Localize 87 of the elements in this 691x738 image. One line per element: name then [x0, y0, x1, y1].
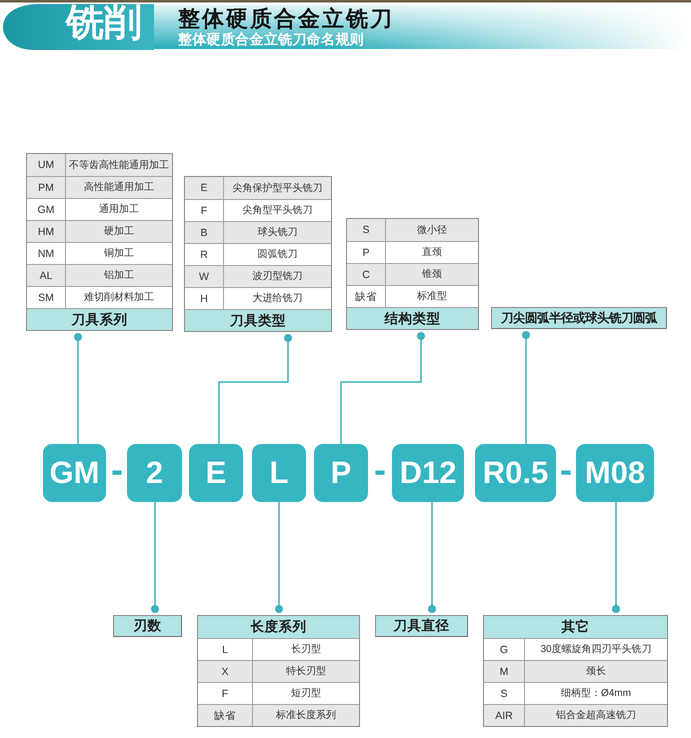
table-row — [198, 704, 359, 726]
table-row — [185, 287, 331, 309]
page-title: 整体硬质合金立铣刀 — [178, 6, 394, 32]
table-row — [27, 264, 172, 286]
code-table — [197, 615, 360, 727]
table-row — [484, 660, 667, 682]
table-row — [27, 242, 172, 264]
code-cell: 缺省 — [198, 705, 253, 726]
table-row — [198, 638, 359, 660]
code-segment-box: P — [314, 444, 368, 502]
table-row — [347, 285, 478, 307]
table-row — [198, 660, 359, 682]
code-segment-box: D12 — [392, 444, 464, 502]
table-row — [484, 704, 667, 726]
table-row — [484, 638, 667, 660]
table-row — [27, 198, 172, 220]
description-text: 颈长 — [586, 665, 606, 678]
table-row — [198, 682, 359, 704]
code-table — [346, 218, 479, 330]
table-row — [347, 263, 478, 285]
description-text: 硬加工 — [104, 225, 134, 238]
table-header: 刀具系列 — [27, 308, 172, 330]
description-text: 不等齿高性能通用加工 — [69, 158, 169, 172]
description-text: 球头铣刀 — [258, 226, 298, 239]
description-text: 微小径 — [417, 224, 447, 236]
table-row — [27, 286, 172, 308]
description-text: 高性能通用加工 — [84, 181, 154, 194]
description-text: 铝加工 — [104, 269, 134, 282]
code-segment-box: M08 — [576, 444, 654, 502]
description-text: 细柄型：Ø4mm — [561, 687, 631, 700]
description-text: 大进给铣刀 — [252, 292, 302, 305]
leader-line — [522, 331, 530, 444]
leader-line — [612, 502, 620, 613]
description-text: 锥颈 — [422, 268, 442, 281]
code-segment-box: GM — [43, 444, 106, 502]
description-text: 尖角型平头铣刀 — [242, 204, 312, 217]
category-box: 刀具直径 — [375, 615, 468, 637]
description-text: 标准型 — [417, 290, 447, 303]
tab-title: 铣削 — [66, 2, 142, 44]
description-text: 标准长度系列 — [276, 709, 336, 722]
description-text: 长刃型 — [291, 643, 321, 656]
description-text: 尖角保护型平头铣刀 — [232, 182, 322, 194]
table-row — [27, 154, 172, 176]
table-header: 结构类型 — [347, 307, 478, 329]
description-text: 30度螺旋角四刃平头铣刀 — [540, 643, 652, 656]
table-row — [185, 243, 331, 265]
leader-line — [340, 332, 425, 444]
table-row — [185, 265, 331, 287]
table-row — [185, 199, 331, 221]
description-text: 波刃型铣刀 — [252, 270, 302, 283]
code-cell: AIR — [484, 705, 525, 726]
table-header: 长度系列 — [198, 616, 359, 638]
code-table — [26, 153, 173, 331]
table-row — [347, 241, 478, 263]
category-box: 刀尖圆弧半径或球头铣刀圆弧 — [491, 307, 667, 329]
leader-line — [151, 502, 159, 613]
description-text: 短刃型 — [291, 687, 321, 700]
leader-line — [275, 502, 283, 613]
leader-line — [428, 502, 436, 613]
code-table — [184, 176, 332, 332]
table-row — [27, 176, 172, 198]
category-box: 刃数 — [113, 615, 182, 637]
code-segment-box: E — [189, 444, 243, 502]
leader-line — [74, 333, 82, 444]
description-text: 难切削材料加工 — [84, 291, 154, 304]
table-header: 刀具类型 — [185, 309, 331, 331]
table-row — [347, 219, 478, 241]
table-row — [185, 177, 331, 199]
description-text: 特长刃型 — [286, 665, 326, 678]
description-text: 圆弧铣刀 — [258, 248, 298, 261]
description-text: 铝合金超高速铣刀 — [556, 709, 636, 722]
code-segment-box: R0.5 — [475, 444, 556, 502]
table-header: 其它 — [484, 616, 667, 638]
subtitle: 整体硬质合金立铣刀命名规则 — [178, 31, 364, 47]
code-segment-box: 2 — [127, 444, 182, 502]
hyphen: - — [374, 452, 386, 488]
description-text: 铜加工 — [104, 247, 134, 260]
table-row — [185, 221, 331, 243]
table-row — [484, 682, 667, 704]
leader-line — [218, 334, 292, 444]
code-segment-box: L — [252, 444, 306, 502]
hyphen: - — [560, 452, 572, 488]
code-table — [483, 615, 668, 727]
description-text: 通用加工 — [99, 203, 139, 216]
table-row — [27, 220, 172, 242]
description-text: 直颈 — [422, 246, 442, 259]
hyphen: - — [111, 452, 123, 488]
